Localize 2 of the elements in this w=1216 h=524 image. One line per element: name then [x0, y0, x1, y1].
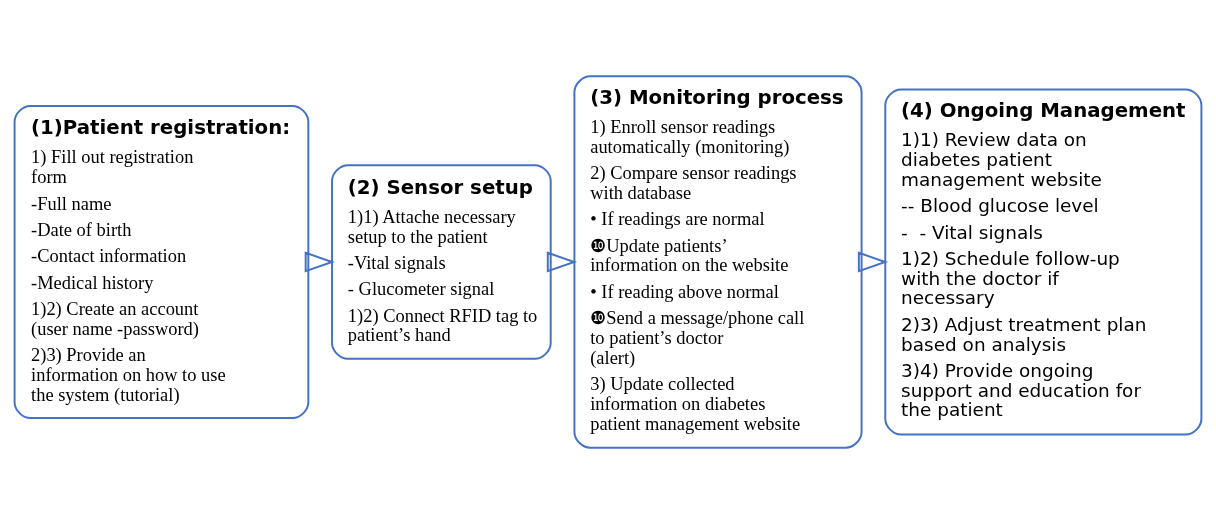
node-box: (4) Ongoing Management 1)1) Review data on diabetes patient management website -- Blood glucose level - - Vital signals 1)2) Schedule follow-up with the doctor if necessary 2)3) Adjust treatment plan based on analysis 3)4) Provide ongoing support and education for the patient	[884, 88, 1203, 436]
arrow	[546, 251, 578, 273]
